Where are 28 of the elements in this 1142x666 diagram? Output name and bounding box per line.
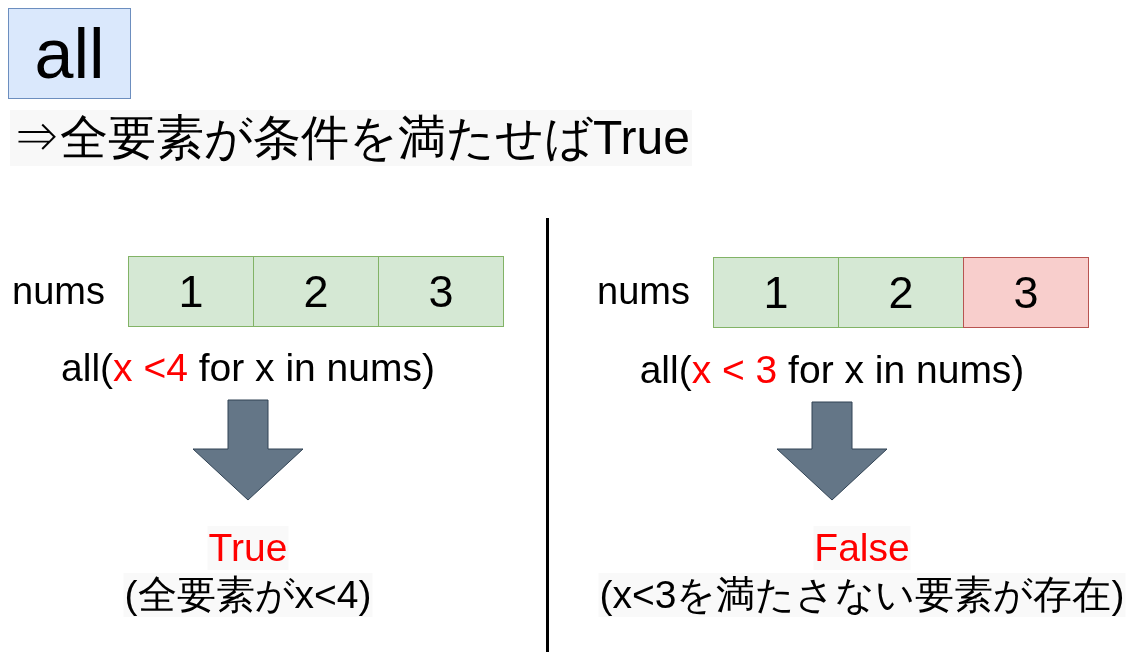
result-note: (x<3を満たさない要素が存在) [598,573,1126,617]
cell-value: 3 [1013,270,1039,315]
array-name: nums [597,270,690,313]
array-cell [378,256,504,327]
subtitle: ⇒全要素が条件を満たせばTrue [10,110,692,166]
result-value: True [207,526,289,570]
result-value: False [813,526,911,570]
array-cell [838,257,964,328]
code-text: for x in nums) [787,348,1025,392]
code-text: all( [639,348,692,392]
array-cell [253,256,379,327]
highlighted-condition: x < 3 [691,348,778,392]
cell-value: 2 [303,269,329,314]
array-cell [713,257,839,328]
array-cell [128,256,254,327]
block-arrow [776,401,888,501]
cell-value: 1 [763,270,789,315]
code-text: for x in nums) [197,346,435,390]
array-cell [963,257,1089,328]
title-text: all [34,18,105,89]
code-text: all( [61,346,114,390]
cell-value: 1 [178,269,204,314]
array-name: nums [12,270,105,313]
cell-value: 3 [428,269,454,314]
block-arrow [192,399,304,501]
result-note: (全要素がx<4) [123,573,373,617]
cell-value: 2 [888,270,914,315]
highlighted-condition: x <4 [113,346,188,390]
